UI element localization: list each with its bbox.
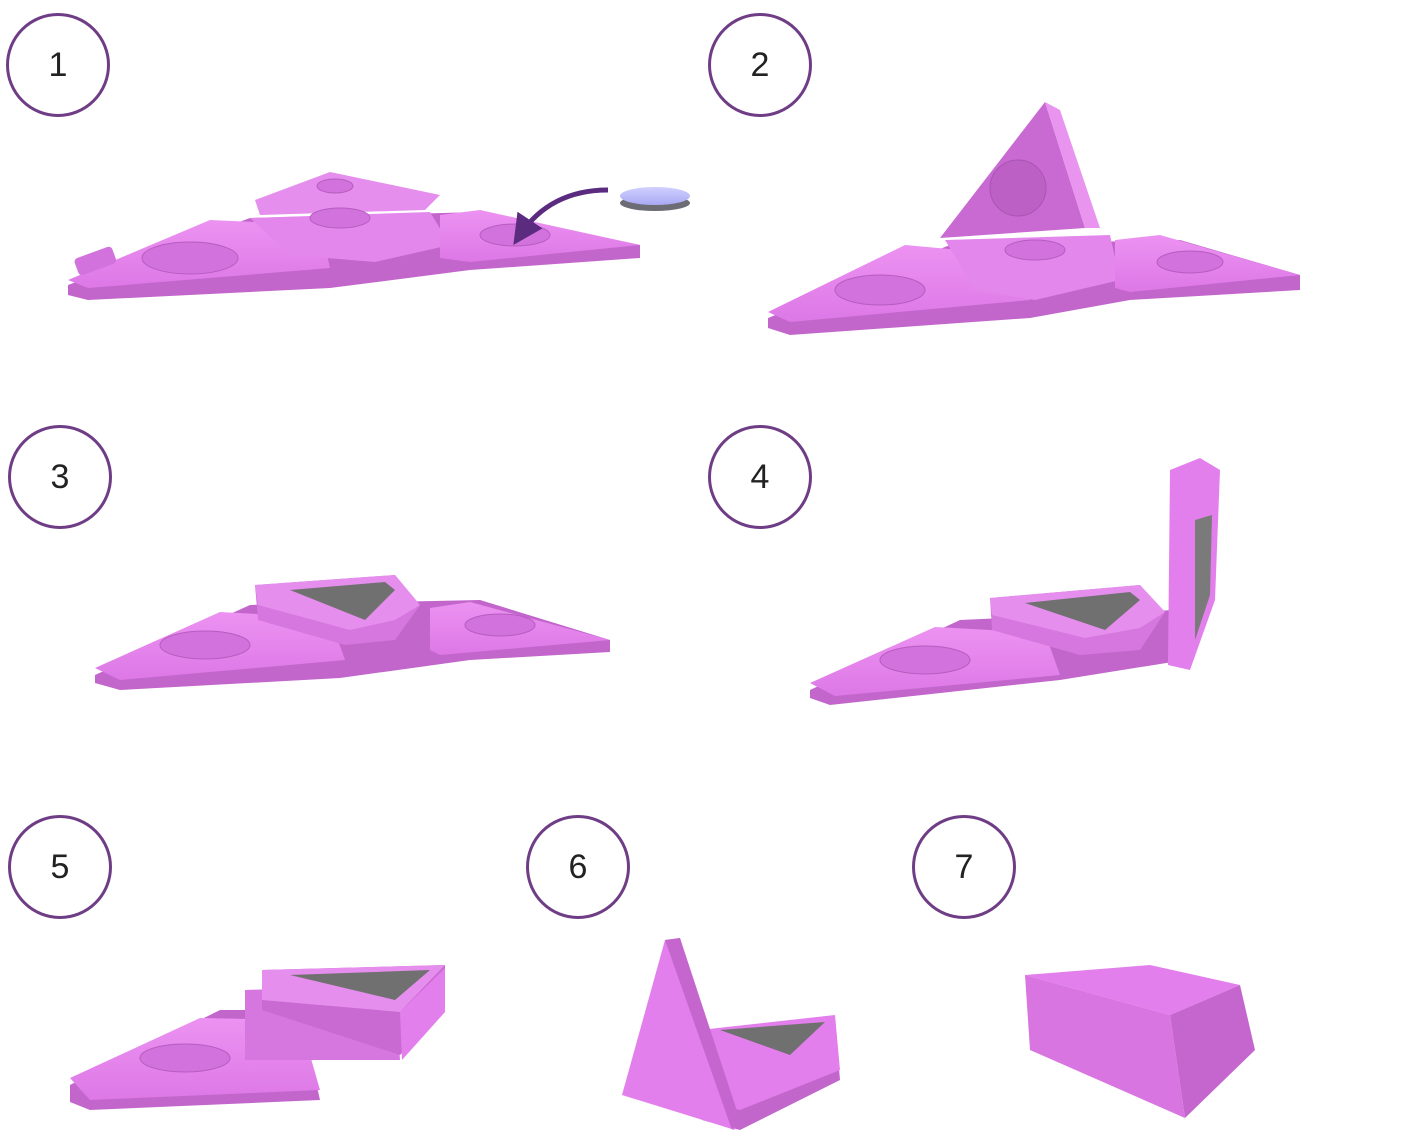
- step-4-side-raised: [810, 458, 1220, 705]
- step-1-right-magnet-slot: [480, 224, 550, 246]
- step-1-left-magnet-slot: [142, 242, 238, 274]
- step-6-triangle-stand: [622, 938, 840, 1130]
- step-2-raised-panel: [768, 102, 1300, 335]
- step-4-vertical-panel: [1168, 458, 1220, 670]
- step-5-folding: [70, 965, 445, 1110]
- step-7-closed-case: [1025, 965, 1255, 1118]
- step-1-flat-case: [68, 172, 690, 300]
- step-3-folded-case: [95, 575, 610, 690]
